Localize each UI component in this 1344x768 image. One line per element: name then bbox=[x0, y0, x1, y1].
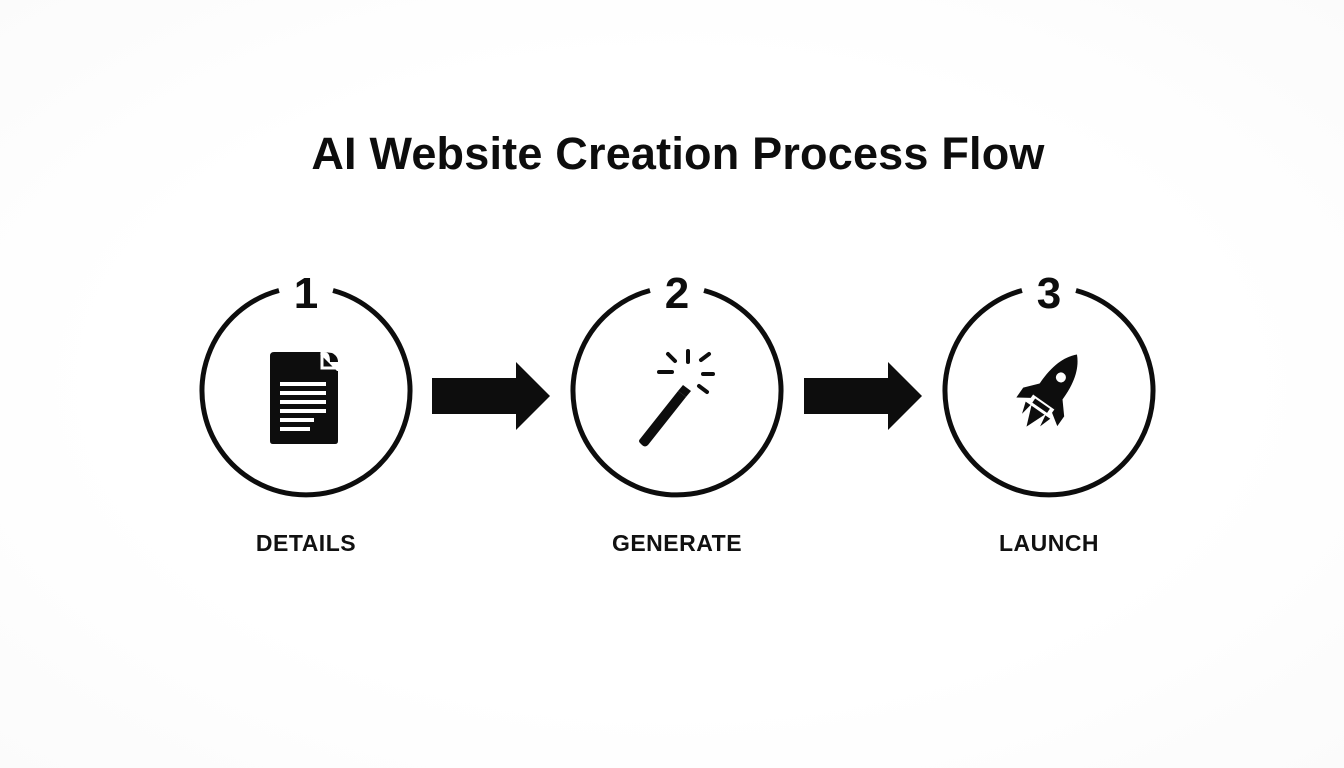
step-number: 1 bbox=[293, 269, 319, 318]
step-label: DETAILS bbox=[255, 530, 357, 556]
step-ring bbox=[942, 288, 1156, 498]
step-number: 2 bbox=[664, 269, 690, 318]
step-label: LAUNCH bbox=[998, 530, 1100, 556]
step-number: 3 bbox=[1036, 269, 1062, 318]
arrow-right-icon bbox=[432, 362, 550, 430]
rocket-icon bbox=[1016, 354, 1078, 427]
step-launch: 3 LAUNCH bbox=[929, 268, 1169, 568]
step-generate: 2 GENERATE bbox=[557, 268, 797, 568]
diagram-title: AI Website Creation Process Flow bbox=[311, 128, 1045, 179]
arrow-right-icon bbox=[804, 362, 922, 430]
step-label: GENERATE bbox=[611, 530, 743, 556]
step-ring bbox=[199, 288, 413, 498]
step-ring bbox=[570, 288, 784, 498]
document-icon bbox=[270, 352, 340, 444]
magic-wand-icon bbox=[639, 349, 715, 447]
step-details: 1 DETAILS bbox=[186, 268, 426, 568]
